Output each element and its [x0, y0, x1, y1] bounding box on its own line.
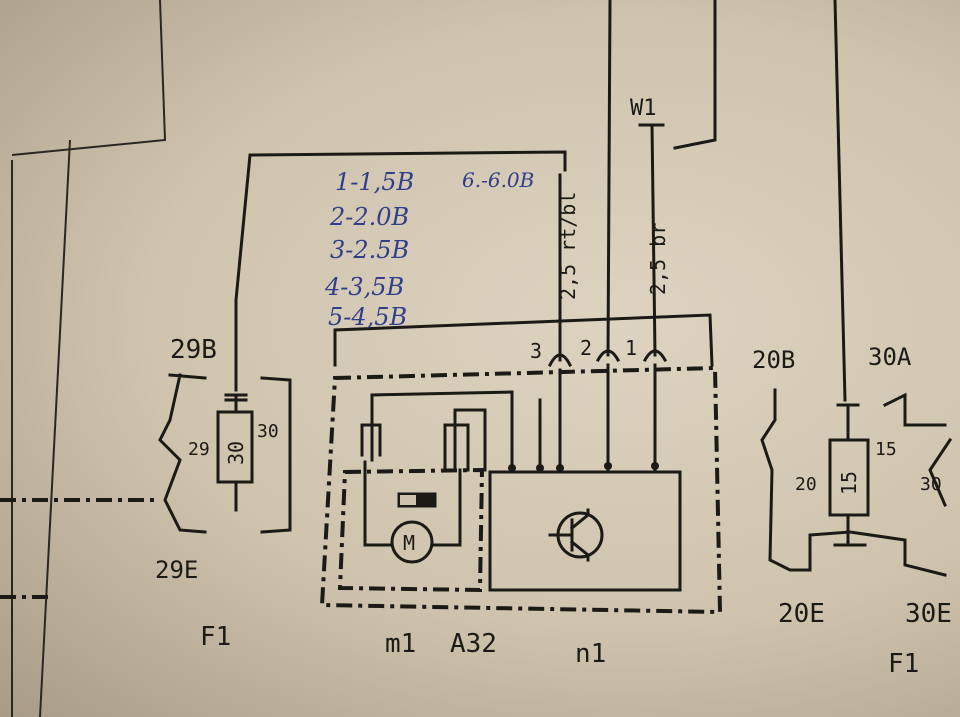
- internal-wires: [360, 363, 657, 472]
- wire-left-fuse-top: [234, 150, 567, 392]
- motor-switch-gap: [400, 495, 416, 505]
- terminal-dots: [508, 462, 659, 472]
- motor-label: m1: [385, 629, 416, 659]
- motor-circle: [390, 520, 434, 564]
- amplifier-label: n1: [575, 639, 606, 669]
- right-fuse-bottom-left: 20E: [778, 599, 825, 629]
- right-fuse-bottom-right: 30E: [905, 599, 952, 629]
- module-bus: [333, 313, 714, 367]
- right-fuse-group: F1: [888, 649, 919, 679]
- left-fuse: [0, 373, 292, 599]
- module-label: A32: [450, 629, 497, 659]
- right-fuse-value: 15: [837, 471, 861, 495]
- right-fuse-top-left: 20B: [752, 346, 795, 374]
- right-fuse-top-pin: 15: [875, 439, 897, 460]
- connector-label: W1: [630, 96, 657, 121]
- pin-sockets: [547, 349, 668, 368]
- pin-label-3: 3: [530, 339, 542, 363]
- wire-label-right: 2,5 br: [646, 223, 670, 295]
- page-fold-line: [39, 139, 71, 717]
- handwritten-notes: 1-1,5B 6.-6.0B 2-2.0B 3-2.5B 4-3,5B 5-4,…: [324, 168, 534, 331]
- left-fuse-left-pin: 29: [188, 439, 210, 460]
- page-edge-line-top: [11, 0, 167, 156]
- motor-enclosure: [337, 467, 485, 593]
- left-fuse-group: F1: [200, 622, 231, 652]
- left-fuse-right-pin: 30: [257, 421, 279, 442]
- module-enclosure: [319, 365, 723, 615]
- pin-label-1: 1: [625, 336, 637, 360]
- note-line-2: 2-2.0B: [329, 203, 409, 231]
- note-line-3: 3-2.5B: [330, 236, 409, 264]
- left-fuse-value: 30: [224, 441, 248, 465]
- note-extra: 6.-6.0B: [462, 168, 534, 192]
- left-fuse-top-label: 29B: [170, 335, 217, 365]
- motor-symbol: M: [403, 531, 415, 555]
- right-fuse: [760, 388, 953, 577]
- note-line-1: 1-1,5B: [335, 168, 414, 196]
- motor-wires: [363, 460, 462, 547]
- amplifier-box: [488, 470, 682, 592]
- wire-label-left: 2,5 rt/bl: [556, 192, 580, 300]
- wire-right-fuse: [833, 0, 847, 402]
- right-fuse-right-pin: 30: [920, 474, 942, 495]
- pin-label-2: 2: [580, 336, 592, 360]
- note-line-4: 4-3,5B: [324, 273, 404, 301]
- transistor-icon: [548, 508, 604, 562]
- wire-pin-2: [606, 0, 612, 357]
- note-line-5: 5-4,5B: [328, 303, 407, 331]
- right-fuse-top-right: 30A: [868, 343, 912, 371]
- wire-w1-loop: [673, 0, 717, 150]
- left-fuse-bottom-label: 29E: [155, 556, 198, 584]
- right-fuse-left-pin: 20: [795, 474, 817, 495]
